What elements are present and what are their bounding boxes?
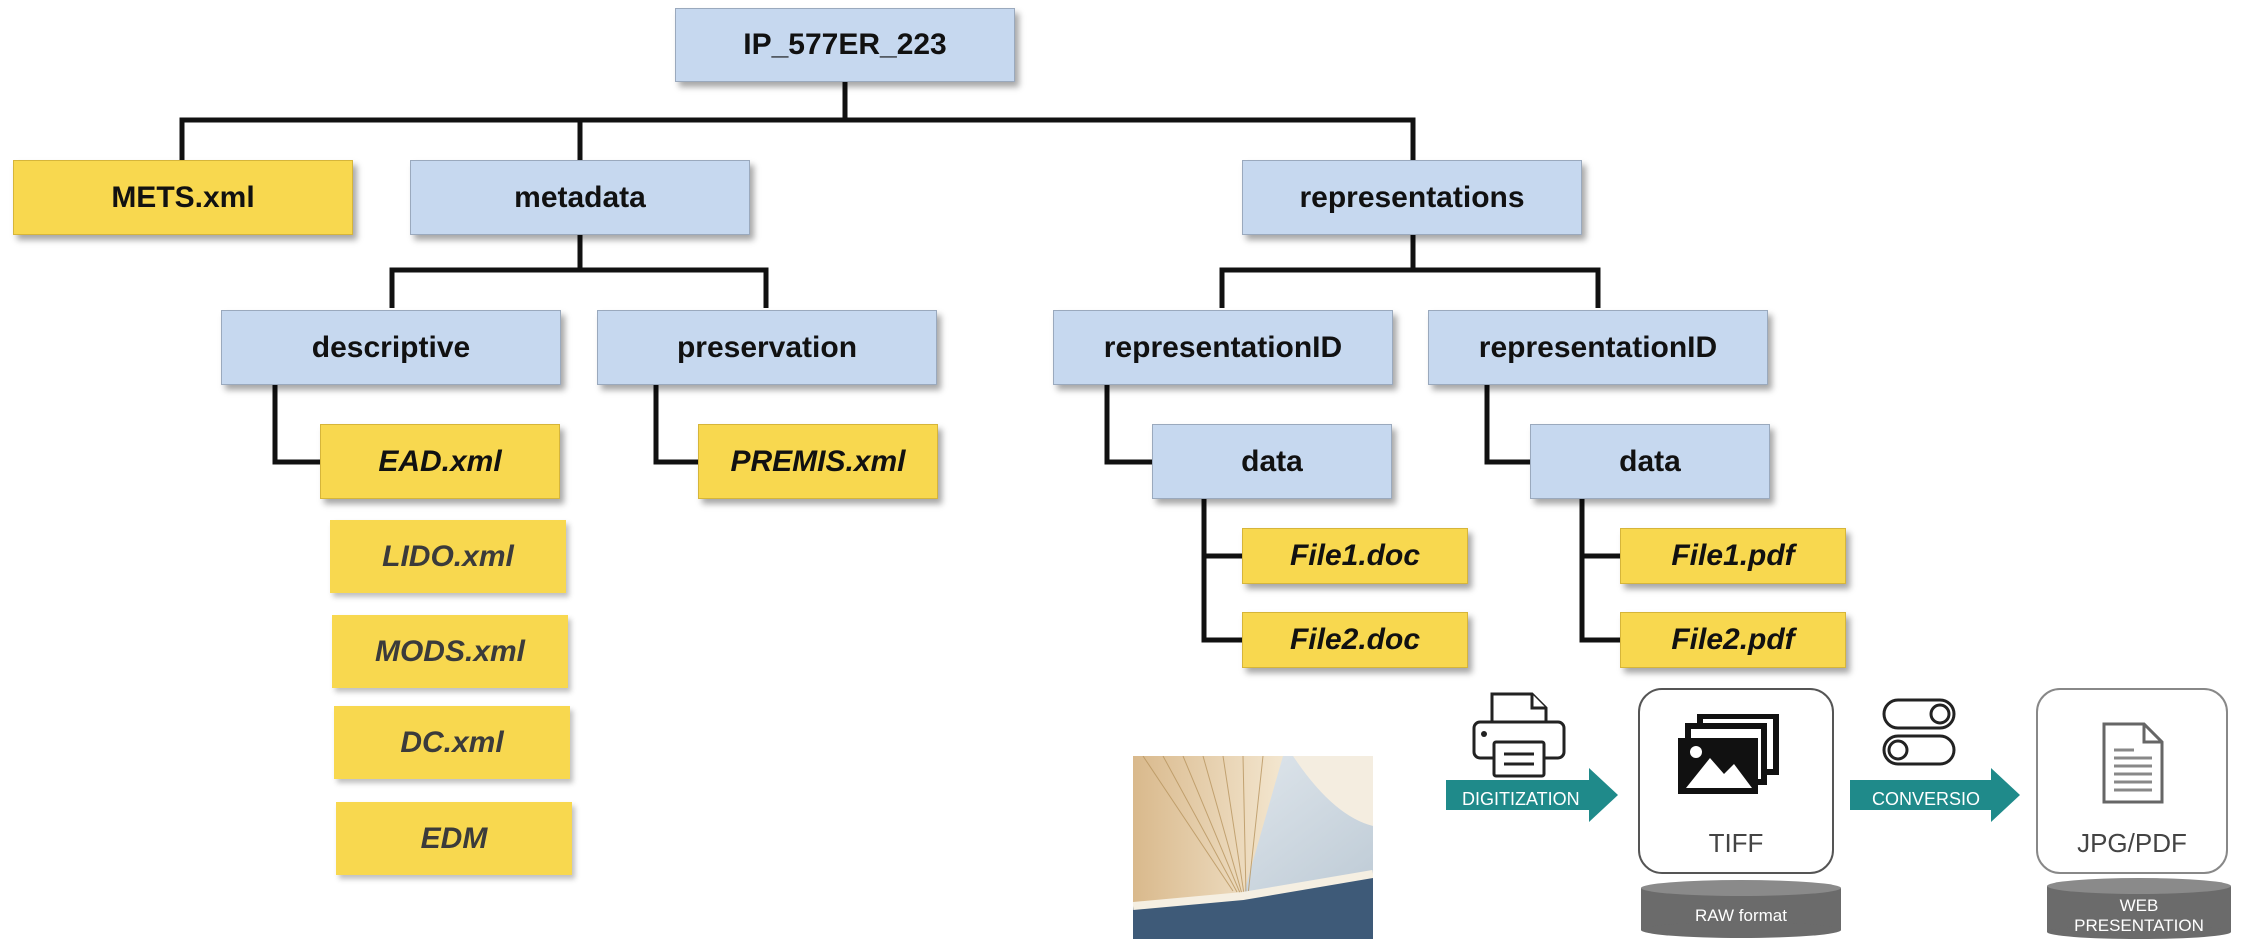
lido-file-node: LIDO.xml <box>330 520 566 593</box>
images-icon <box>1678 714 1779 794</box>
representations-node: representations <box>1242 160 1582 235</box>
representation-id-node-1: representationID <box>1053 310 1393 385</box>
representation-id-node-2: representationID <box>1428 310 1768 385</box>
mets-file-node: METS.xml <box>13 160 353 235</box>
edm-file-node: EDM <box>336 802 572 875</box>
file2-doc-node: File2.doc <box>1242 612 1468 668</box>
root-node: IP_577ER_223 <box>675 8 1015 82</box>
digitization-label: DIGITIZATION <box>1462 789 1580 809</box>
mods-file-node: MODS.xml <box>332 615 568 688</box>
web-presentation-cylinder <box>2047 878 2231 939</box>
file2-pdf-node: File2.pdf <box>1620 612 1846 668</box>
tiff-label: TIFF <box>1708 828 1764 858</box>
file1-pdf-node: File1.pdf <box>1620 528 1846 584</box>
jpg-pdf-label: JPG/PDF <box>2077 828 2187 858</box>
conversion-arrow <box>1850 768 2020 822</box>
digitization-arrow <box>1446 768 1618 822</box>
data-node-1: data <box>1152 424 1392 499</box>
printer-icon <box>1472 692 1566 778</box>
data-node-2: data <box>1530 424 1770 499</box>
tiff-card: TIFF <box>1638 688 1834 874</box>
file1-doc-node: File1.doc <box>1242 528 1468 584</box>
dc-file-node: DC.xml <box>334 706 570 779</box>
raw-format-label: RAW format <box>1695 906 1787 925</box>
preservation-node: preservation <box>597 310 937 385</box>
conversion-label: CONVERSIO <box>1872 789 1981 809</box>
web-presentation-label: WEB PRESENTATION <box>2074 896 2204 935</box>
document-icon <box>2102 722 2164 804</box>
raw-format-cylinder <box>1641 880 1841 938</box>
toggle-icon <box>1882 698 1956 766</box>
metadata-node: metadata <box>410 160 750 235</box>
book-photo <box>1133 756 1373 939</box>
premis-file-node: PREMIS.xml <box>698 424 938 499</box>
ead-file-node: EAD.xml <box>320 424 560 499</box>
descriptive-node: descriptive <box>221 310 561 385</box>
jpg-pdf-card: JPG/PDF <box>2036 688 2228 874</box>
